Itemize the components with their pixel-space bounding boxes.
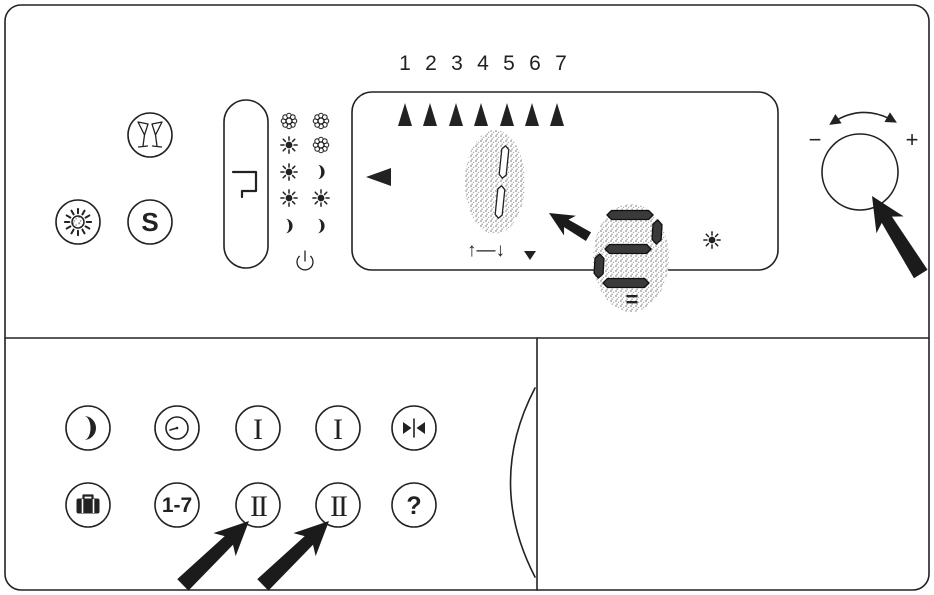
day-number: 3 — [451, 52, 463, 75]
night-mode-button[interactable] — [65, 405, 111, 451]
day-number: 1 — [399, 52, 411, 75]
digit-segment-c — [494, 185, 506, 219]
adjust-dial[interactable] — [821, 133, 899, 211]
program-i-button-ring[interactable] — [235, 405, 281, 451]
program-ii-second-label: II — [330, 490, 347, 523]
day-indicator — [398, 103, 412, 126]
program-i-second-button-ring[interactable] — [315, 405, 361, 451]
converge-button[interactable] — [391, 405, 437, 451]
clock-button[interactable] — [154, 405, 200, 451]
program-i-button[interactable]: I — [235, 405, 281, 451]
day-indicator — [423, 103, 437, 126]
secondary-digit — [593, 209, 663, 289]
digit-segment-b — [498, 145, 510, 179]
week-program-label: 1-7 — [162, 494, 192, 517]
sun-icon — [280, 136, 298, 154]
standby-button-ring[interactable] — [127, 199, 173, 245]
left-triangle-icon — [366, 168, 391, 186]
dial-plus-label: + — [906, 127, 919, 152]
digit-segment-g — [604, 243, 652, 255]
program-i-second-label: I — [333, 413, 343, 446]
program-ii-second-button[interactable]: II — [315, 482, 361, 528]
flower-icon — [280, 112, 298, 130]
cursor-triangle-icon — [524, 251, 536, 260]
day-number: 7 — [555, 52, 567, 75]
digit-segment-b — [651, 219, 663, 245]
standby-button[interactable]: S — [127, 199, 173, 245]
party-button-ring[interactable] — [127, 112, 173, 158]
rotate-double-arrow-icon — [829, 111, 897, 125]
day-number: 5 — [503, 52, 515, 75]
flower-icon — [312, 136, 330, 154]
program-ii-second-button-ring[interactable] — [315, 482, 361, 528]
main-digit — [494, 145, 510, 219]
sun-button[interactable] — [55, 199, 101, 245]
help-button[interactable]: ? — [391, 482, 437, 528]
dial-minus-label: − — [809, 127, 822, 152]
program-ii-label: II — [250, 490, 267, 523]
secondary-digit-mark: = — [626, 287, 639, 312]
cover-hinge-arc — [509, 387, 536, 578]
digit-segment-d — [602, 277, 650, 289]
day-indicators — [398, 103, 564, 126]
sun-icon — [703, 231, 721, 249]
help-button-ring[interactable] — [391, 482, 437, 528]
mode-selector-pill[interactable] — [223, 99, 269, 269]
day-indicator — [474, 103, 488, 126]
power-icon — [296, 250, 314, 271]
mode-icon-column — [280, 112, 330, 271]
holiday-button[interactable] — [65, 482, 111, 528]
lcd-display — [351, 91, 779, 271]
panel-frame — [4, 4, 930, 591]
day-indicator — [500, 103, 514, 126]
hysteresis-indicator: ↑—↓ — [467, 240, 505, 261]
standby-button-label: S — [141, 207, 158, 237]
briefcase-icon — [76, 494, 100, 514]
day-number: 2 — [425, 52, 437, 75]
pointer-arrow-icon — [177, 521, 249, 591]
night-mode-button-ring[interactable] — [65, 405, 111, 451]
mode-selector-button[interactable] — [223, 99, 269, 269]
program-i-second-button[interactable]: I — [315, 405, 361, 451]
converge-arrows-icon — [403, 418, 425, 438]
program-i-label: I — [253, 413, 263, 446]
day-numbers: 1 2 3 4 5 6 7 — [399, 52, 567, 75]
sun-icon — [280, 163, 298, 181]
pointer-arrow-icon — [549, 213, 592, 242]
program-ii-button[interactable]: II — [235, 482, 281, 528]
day-number: 6 — [529, 52, 541, 75]
sun-icon — [280, 189, 298, 207]
day-indicator — [525, 103, 539, 126]
week-program-button[interactable]: 1-7 — [154, 482, 200, 528]
dial-pointer-arrow-icon — [872, 196, 928, 279]
pointer-arrow-icon — [257, 521, 329, 591]
moon-icon — [285, 218, 293, 234]
bracket-icon — [231, 170, 258, 199]
digit-segment-e — [593, 253, 605, 279]
moon-icon — [317, 164, 325, 180]
sun-icon — [312, 189, 330, 207]
day-indicator — [550, 103, 564, 126]
party-button[interactable] — [127, 112, 173, 158]
week-program-button-ring[interactable] — [154, 482, 200, 528]
main-digit-highlight — [465, 130, 525, 234]
moon-icon — [317, 218, 325, 234]
flower-icon — [312, 112, 330, 130]
cover-panel[interactable] — [538, 339, 928, 589]
day-number: 4 — [477, 52, 489, 75]
day-indicator — [449, 103, 463, 126]
help-label: ? — [406, 492, 421, 520]
adjust-dial-ring[interactable] — [821, 133, 899, 211]
moon-icon — [84, 416, 96, 440]
digit-segment-a — [606, 209, 654, 221]
clock-icon — [165, 416, 189, 440]
champagne-glasses-icon — [137, 121, 163, 148]
program-ii-button-ring[interactable] — [235, 482, 281, 528]
